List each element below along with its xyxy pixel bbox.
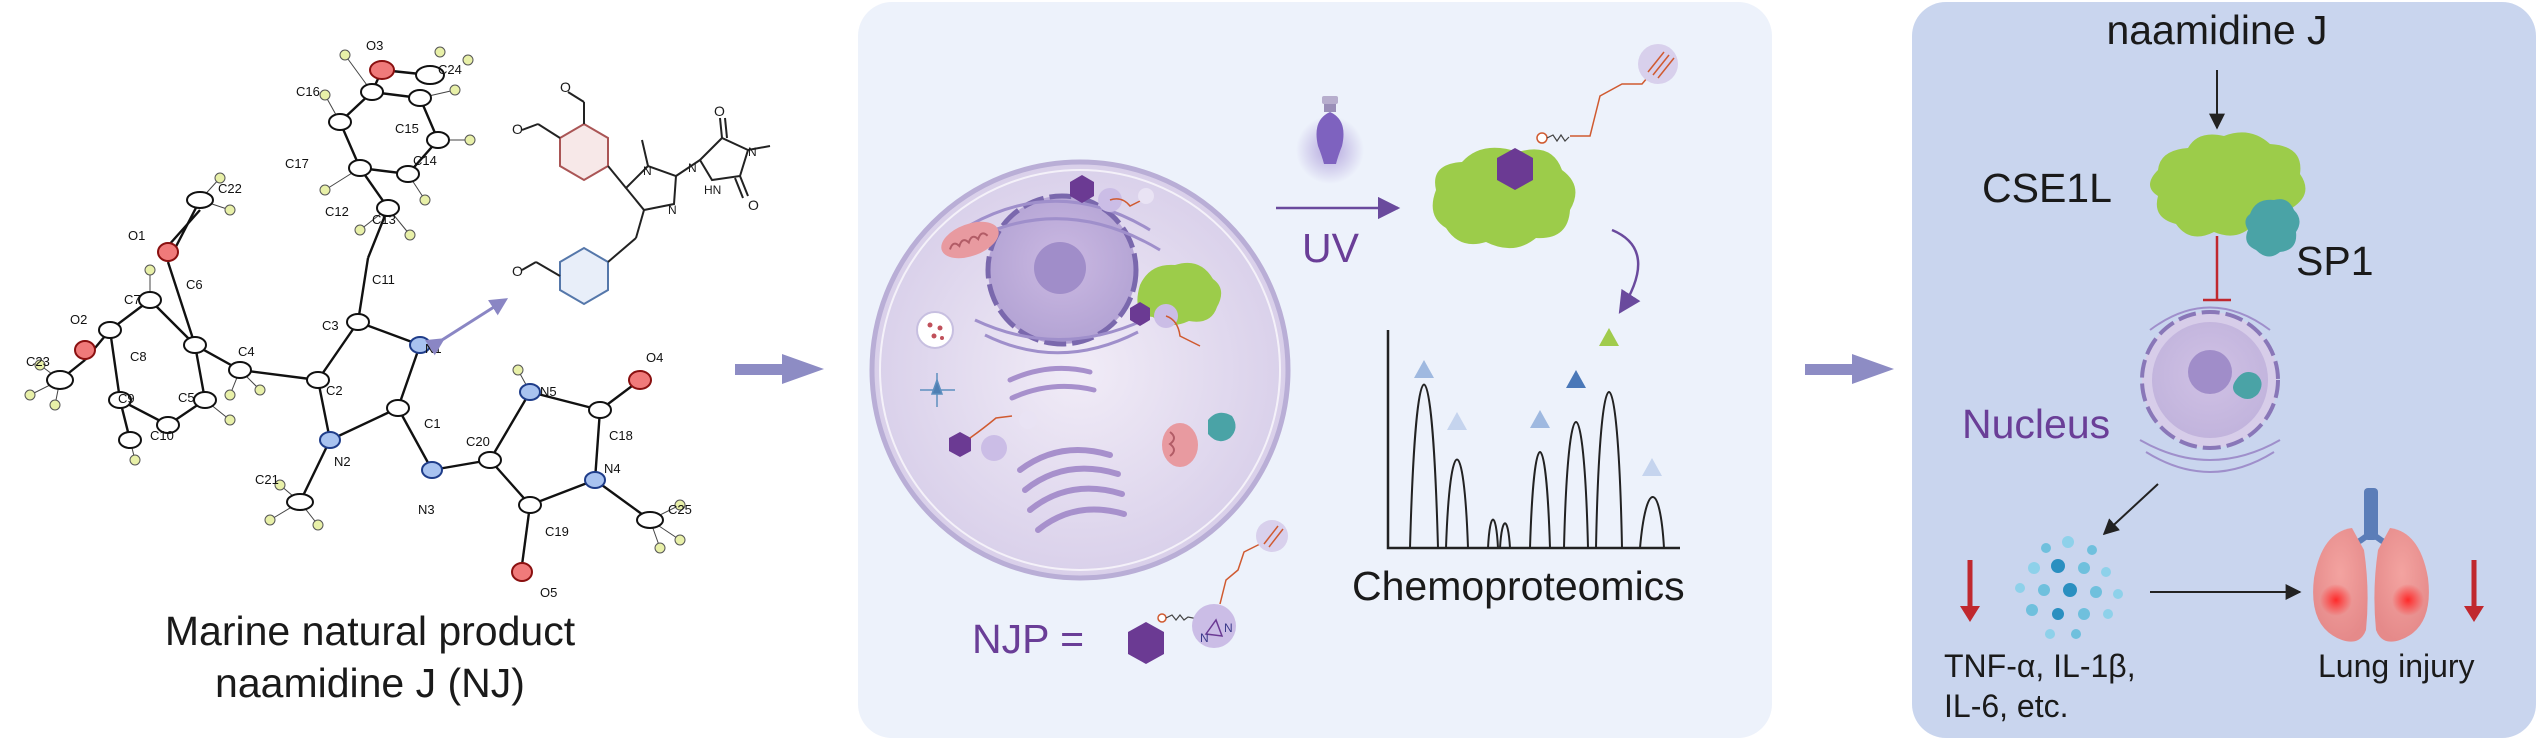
crystal-structure-panel: O3 C24 C16 C15 C17 C14 C12 C13 O1 C22 C1…: [24, 38, 771, 706]
nucleolus: [1034, 242, 1086, 294]
atom-label: C8: [130, 349, 147, 364]
atom-label: C24: [438, 62, 462, 77]
flow-arrow-2: [1805, 354, 1894, 384]
golgi-apparatus: [1007, 365, 1127, 533]
atom-label: C16: [296, 84, 320, 99]
hydrogen-atoms: [24, 46, 686, 554]
atom-label: C3: [322, 318, 339, 333]
labeled-protein: [1432, 44, 1678, 249]
atom-label: O3: [366, 38, 383, 53]
chemoproteomics-panel: UV: [858, 2, 1772, 738]
mass-spectrum: [1386, 328, 1680, 550]
chemoproteomics-label: Chemoproteomics: [1352, 563, 1685, 609]
svg-text:N: N: [1224, 621, 1233, 635]
atom-label: C18: [609, 428, 633, 443]
atom-label: O4: [646, 350, 663, 365]
svg-text:O: O: [714, 103, 725, 119]
atom-label: C25: [668, 502, 692, 517]
atom-label: C20: [466, 434, 490, 449]
atom-label: C9: [118, 391, 135, 406]
atom-label: C15: [395, 121, 419, 136]
svg-text:N: N: [688, 161, 697, 175]
svg-text:O: O: [748, 197, 759, 213]
atom-label: C22: [218, 181, 242, 196]
correspondence-arrow: [425, 298, 509, 356]
skeletal-atom-letters: O O N N N O N HN O O: [512, 79, 759, 279]
svg-text:HN: HN: [704, 183, 721, 197]
svg-text:O: O: [512, 121, 523, 137]
atom-label: N1: [425, 341, 442, 356]
atom-label: N3: [418, 502, 435, 517]
atom-label: C10: [150, 428, 174, 443]
nuclear-sp1: [2233, 372, 2262, 399]
naamidine-j-label: naamidine J: [2106, 7, 2327, 53]
lungs-icon: [2313, 488, 2429, 642]
atom-label: C7: [124, 292, 141, 307]
svg-text:N: N: [668, 203, 677, 217]
carbon-atoms: [46, 65, 664, 529]
atom-label: C6: [186, 277, 203, 292]
cytokines-label-line1: TNF-α, IL-1β,: [1944, 648, 2136, 684]
svg-text:N: N: [1200, 631, 1209, 645]
atom-label: C2: [326, 383, 343, 398]
atom-label: N5: [540, 384, 557, 399]
atom-label: C12: [325, 204, 349, 219]
atom-label: C17: [285, 156, 309, 171]
atom-labels: O3 C24 C16 C15 C17 C14 C12 C13 O1 C22 C1…: [26, 38, 692, 600]
teal-protein: [1208, 412, 1236, 442]
svg-text:N: N: [643, 164, 652, 178]
atom-label: C5: [178, 390, 195, 405]
decrease-arrow-cytokines: [1960, 560, 1980, 622]
atom-label: C19: [545, 524, 569, 539]
atom-label: N2: [334, 454, 351, 469]
oxygen-atoms: [74, 60, 652, 582]
svg-text:O: O: [560, 79, 571, 95]
atom-label: C13: [372, 212, 396, 227]
skeletal-structure: [521, 91, 771, 306]
cse1l-label: CSE1L: [1982, 165, 2112, 211]
lung-injury-label: Lung injury: [2318, 648, 2475, 684]
atom-label: C4: [238, 344, 255, 359]
atom-label: C11: [372, 272, 395, 287]
cytokines-label-line2: IL-6, etc.: [1944, 688, 2069, 724]
vesicle-contents: [927, 322, 944, 340]
svg-text:O: O: [512, 263, 523, 279]
nucleus-label: Nucleus: [1962, 401, 2110, 447]
mitochondria: [941, 221, 1198, 467]
njp-probe-structure: N N: [1128, 520, 1288, 664]
atom-label: C1: [424, 416, 441, 431]
cell: [869, 159, 1291, 581]
caption-line-2: naamidine J (NJ): [215, 660, 525, 706]
mechanism-panel: naamidine J CSE1L SP1 Nucleus: [1912, 2, 2536, 738]
flow-arrow-1: [735, 354, 824, 384]
cytokine-dots: [2015, 536, 2123, 639]
svg-text:N: N: [748, 145, 757, 159]
sp1-label: SP1: [2296, 238, 2374, 284]
nucleus: [2139, 306, 2281, 473]
atom-label: O5: [540, 585, 557, 600]
uv-lamp-icon: [1296, 96, 1364, 184]
vesicle: [916, 311, 954, 349]
atom-label: O1: [128, 228, 145, 243]
nucleus-to-cytokines-arrow: [2102, 483, 2159, 536]
atom-label: O2: [70, 312, 87, 327]
nitrogen-atoms: [319, 336, 606, 489]
atom-label: C14: [413, 153, 437, 168]
atom-label: C23: [26, 354, 50, 369]
caption-line-1: Marine natural product: [165, 608, 576, 654]
atom-label: N4: [604, 461, 621, 476]
sp1-protein: [2245, 199, 2300, 257]
centrosome: [920, 373, 955, 407]
decrease-arrow-lung: [2464, 560, 2484, 622]
probes-in-cell: [949, 175, 1201, 461]
atom-label: C21: [255, 472, 279, 487]
to-ms-arrow: [1611, 228, 1641, 314]
uv-label: UV: [1302, 225, 1360, 271]
njp-label: NJP =: [972, 616, 1084, 662]
